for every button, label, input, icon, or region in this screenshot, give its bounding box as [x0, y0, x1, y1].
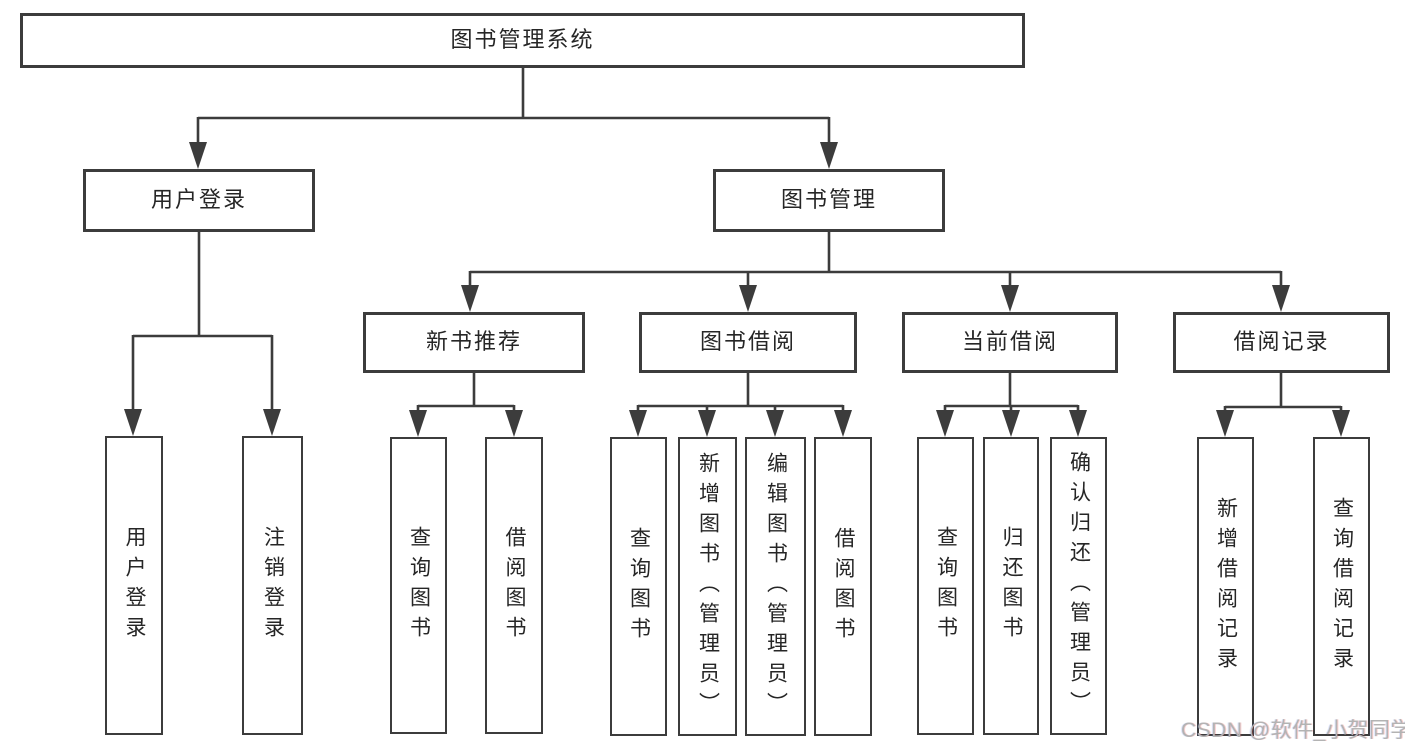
leaf-logout: 注销登录 — [242, 436, 303, 735]
node-book-management: 图书管理 — [713, 169, 945, 232]
leaf-add-books-admin: 新增图书（管理员） — [678, 437, 737, 736]
leaf-query-books-recommend: 查询图书 — [390, 437, 447, 734]
leaf-add-borrow-record: 新增借阅记录 — [1197, 437, 1254, 736]
node-borrowing-records: 借阅记录 — [1173, 312, 1390, 373]
leaf-return-books: 归还图书 — [983, 437, 1039, 735]
leaf-borrow-books-recommend: 借阅图书 — [485, 437, 543, 734]
leaf-user-login: 用户登录 — [105, 436, 163, 735]
leaf-query-books-borrow: 查询图书 — [610, 437, 667, 736]
leaf-borrow-books: 借阅图书 — [814, 437, 872, 736]
leaf-confirm-return-admin: 确认归还（管理员） — [1050, 437, 1107, 735]
node-new-book-recommendation: 新书推荐 — [363, 312, 585, 373]
node-book-borrowing: 图书借阅 — [639, 312, 857, 373]
leaf-edit-books-admin: 编辑图书（管理员） — [745, 437, 806, 736]
node-library-management-system: 图书管理系统 — [20, 13, 1025, 68]
node-user-login: 用户登录 — [83, 169, 315, 232]
csdn-watermark: CSDN @软件_小贺同学 — [1181, 719, 1405, 742]
leaf-query-books-current: 查询图书 — [917, 437, 974, 735]
node-current-borrowing: 当前借阅 — [902, 312, 1118, 373]
leaf-query-borrow-record: 查询借阅记录 — [1313, 437, 1370, 736]
